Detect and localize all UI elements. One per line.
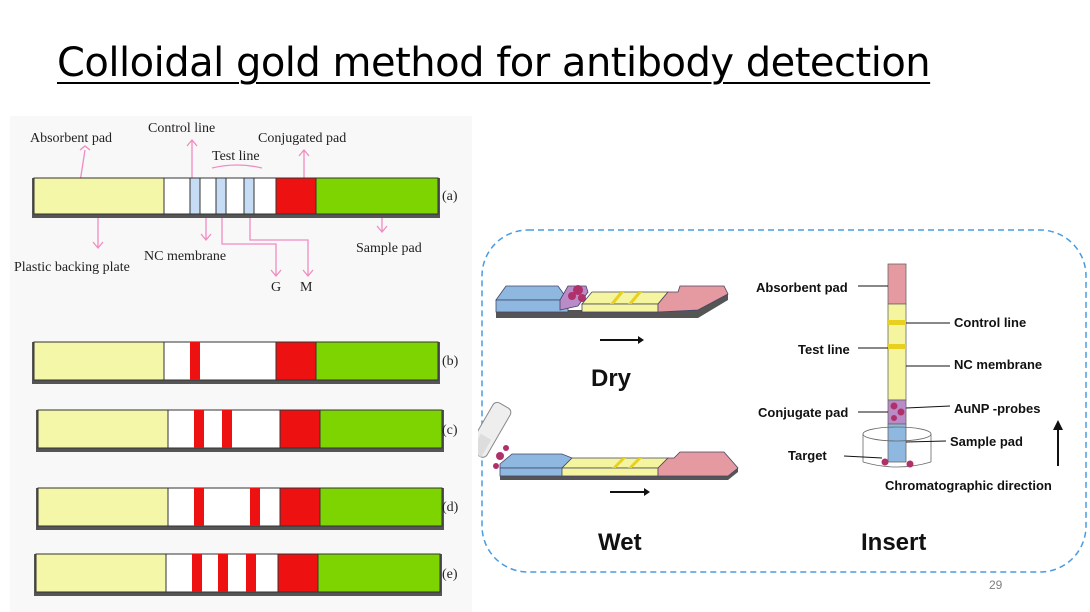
strip-a: (a) [32, 177, 458, 218]
caption-wet: Wet [598, 529, 642, 556]
label-test-line: Test line [798, 342, 850, 357]
dry-strip [495, 285, 729, 344]
label-conjugate-pad: Conjugate pad [758, 405, 848, 420]
label-plastic-backing-plate: Plastic backing plate [14, 260, 130, 275]
insert-leader-lines [843, 285, 951, 459]
label-absorbent-pad: Absorbent pad [756, 280, 848, 295]
strip-tag: (d) [442, 500, 459, 515]
label-nc-membrane: NC membrane [144, 249, 226, 264]
slide-title: Colloidal gold method for antibody detec… [57, 40, 931, 86]
strip-c: (c) [36, 409, 458, 452]
label-test-line: Test line [212, 149, 260, 164]
label-control-line: Control line [148, 121, 215, 136]
lfa-schematic-figure: Dry Wet [478, 229, 1087, 573]
label-aunp-probes: AuNP -probes [954, 401, 1040, 416]
label-absorbent-pad: Absorbent pad [30, 131, 112, 146]
strip-tag: (a) [442, 189, 458, 204]
label-conjugated-pad: Conjugated pad [258, 131, 346, 146]
label-control-line: Control line [954, 315, 1026, 330]
caption-dry: Dry [591, 365, 632, 392]
wet-strip [478, 401, 739, 496]
dashed-border [481, 229, 1087, 573]
label-g: G [271, 280, 281, 295]
strip-tag: (c) [442, 423, 458, 438]
label-chromatographic-direction: Chromatographic direction [885, 478, 1052, 493]
strip-e: (e) [34, 553, 458, 596]
label-sample-pad: Sample pad [356, 241, 422, 256]
strip-d: (d) [36, 487, 459, 530]
label-nc-membrane: NC membrane [954, 357, 1042, 372]
label-sample-pad: Sample pad [950, 434, 1023, 449]
strip-b: (b) [32, 341, 459, 384]
insert-strip [862, 263, 932, 468]
strip-tag: (b) [442, 354, 459, 369]
direction-arrow [1053, 420, 1063, 466]
label-m: M [300, 280, 313, 295]
page-number: 29 [989, 578, 1003, 592]
caption-insert: Insert [861, 529, 926, 556]
label-target: Target [788, 448, 827, 463]
lateral-flow-strips-figure: Absorbent pad Control line Test line Con… [10, 116, 472, 612]
strip-tag: (e) [442, 567, 458, 582]
